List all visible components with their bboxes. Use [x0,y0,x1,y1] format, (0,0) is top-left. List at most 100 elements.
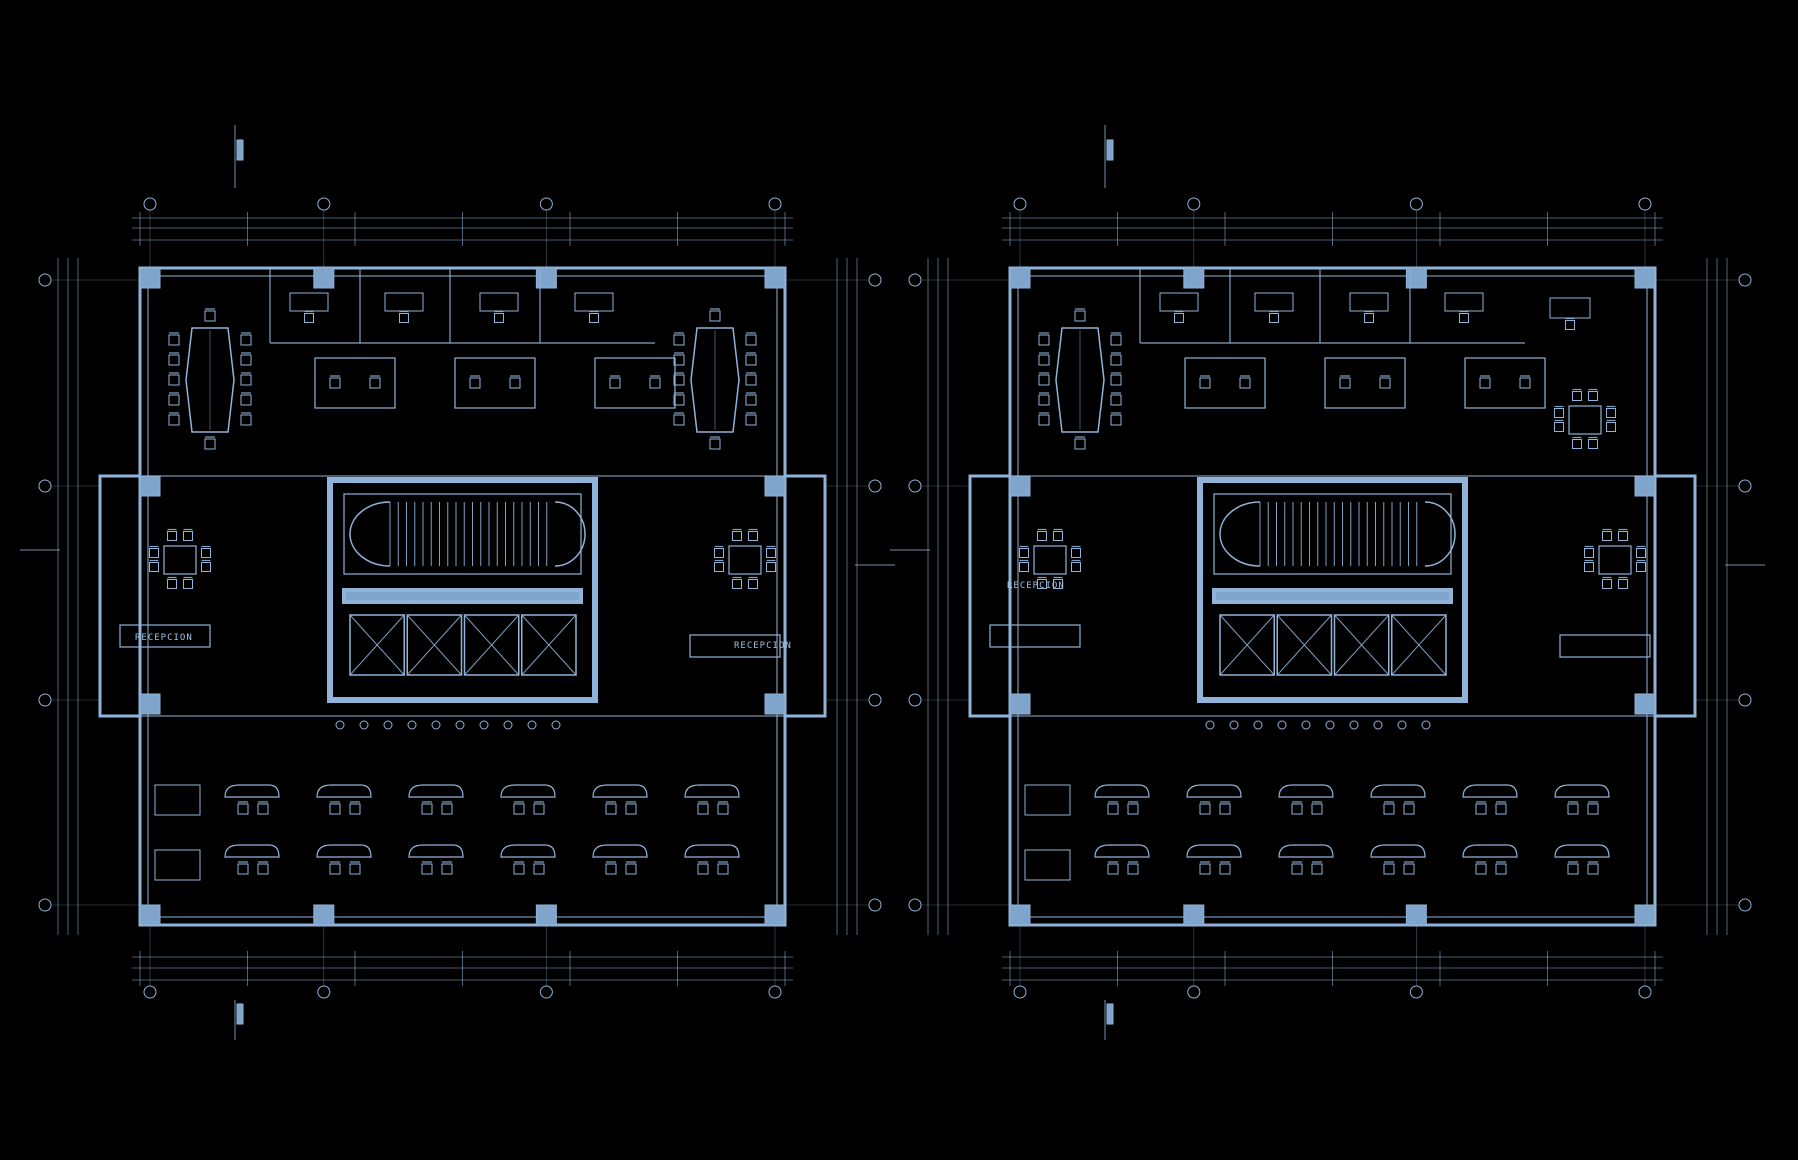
chair [717,863,729,875]
workstation-desk [592,844,648,858]
floor-plan-right: RECEPCION [890,125,1765,1040]
chair [714,548,724,558]
chair [1403,863,1415,875]
chair [1567,803,1579,815]
chair [1459,313,1469,323]
chair [168,334,180,346]
column [1634,475,1656,497]
chair [240,414,252,426]
chair [1587,863,1599,875]
column [1183,904,1205,926]
meeting-table [1598,545,1632,575]
chair [748,579,758,589]
workstation-desk [1462,784,1518,798]
chair [441,803,453,815]
column [139,475,161,497]
grid-bubble [1738,479,1752,493]
chair [1110,334,1122,346]
grid-bubble [38,898,52,912]
chair [1519,377,1531,389]
chair [1199,863,1211,875]
chair [329,803,341,815]
chair [1383,863,1395,875]
chair [240,354,252,366]
workstation-desk [1554,784,1610,798]
grid-bubble [38,693,52,707]
room-labels: RECEPCION [1007,581,1064,591]
workstation-desk [224,784,280,798]
fixture [335,720,345,730]
chair [1636,562,1646,572]
chair [1291,863,1303,875]
floor-plan-left: RECEPCION RECEPCION [20,125,895,1040]
chair [149,562,159,572]
chair [201,548,211,558]
chair [1019,562,1029,572]
elevator-shaft [1219,614,1275,676]
stair-landing [349,501,391,567]
chair [1219,803,1231,815]
column [1405,267,1427,289]
grid-bubble [38,479,52,493]
workstation-desk [1094,844,1150,858]
chair [167,579,177,589]
chair [1110,354,1122,366]
reception-label: RECEPCION [135,633,193,643]
chair [201,562,211,572]
chair [533,803,545,815]
chair [369,377,381,389]
section-marker-flag [1106,139,1114,161]
reception-desk [989,624,1081,648]
elevator-x [349,614,405,676]
chair [533,863,545,875]
chair [649,377,661,389]
chair [1071,548,1081,558]
grid-bubble [868,693,882,707]
grid-bubble [1738,273,1752,287]
grid-axes [20,125,895,1040]
chair [1584,548,1594,558]
walls [98,266,827,927]
elevator-shaft [406,614,463,676]
elevator-shaft [521,614,577,676]
chair [168,394,180,406]
dimension-lines [57,212,858,986]
chair [745,394,757,406]
chair [204,310,216,322]
chair [709,310,721,322]
chair [1074,438,1086,450]
chair [1602,579,1612,589]
chair [745,354,757,366]
column [1183,267,1205,289]
section-marker-flag [1106,1003,1114,1025]
chair [1239,377,1251,389]
column [1009,267,1031,289]
side-bay-wall [783,474,827,718]
column [139,267,161,289]
column [764,693,786,715]
desk-cluster [314,357,396,409]
column [1634,693,1656,715]
elevator-x [521,614,577,676]
workstation-desk [224,844,280,858]
chair [204,438,216,450]
chair [513,803,525,815]
chair [1038,334,1050,346]
conference-table [690,327,740,433]
elevator-x [464,614,520,676]
desk [1024,849,1071,881]
grid-bubble [868,273,882,287]
grid-bubble [1013,985,1027,999]
workstation-desk [1554,844,1610,858]
chair [673,394,685,406]
chair [168,374,180,386]
chair [605,803,617,815]
chair [1618,531,1628,541]
workstation-desk [408,844,464,858]
grid-bubble [908,898,922,912]
core-beam [342,588,583,604]
chair [1110,414,1122,426]
stair-elevator-core [1197,477,1468,703]
side-bay-wall [1653,474,1697,718]
interior-wall-line [147,275,778,918]
